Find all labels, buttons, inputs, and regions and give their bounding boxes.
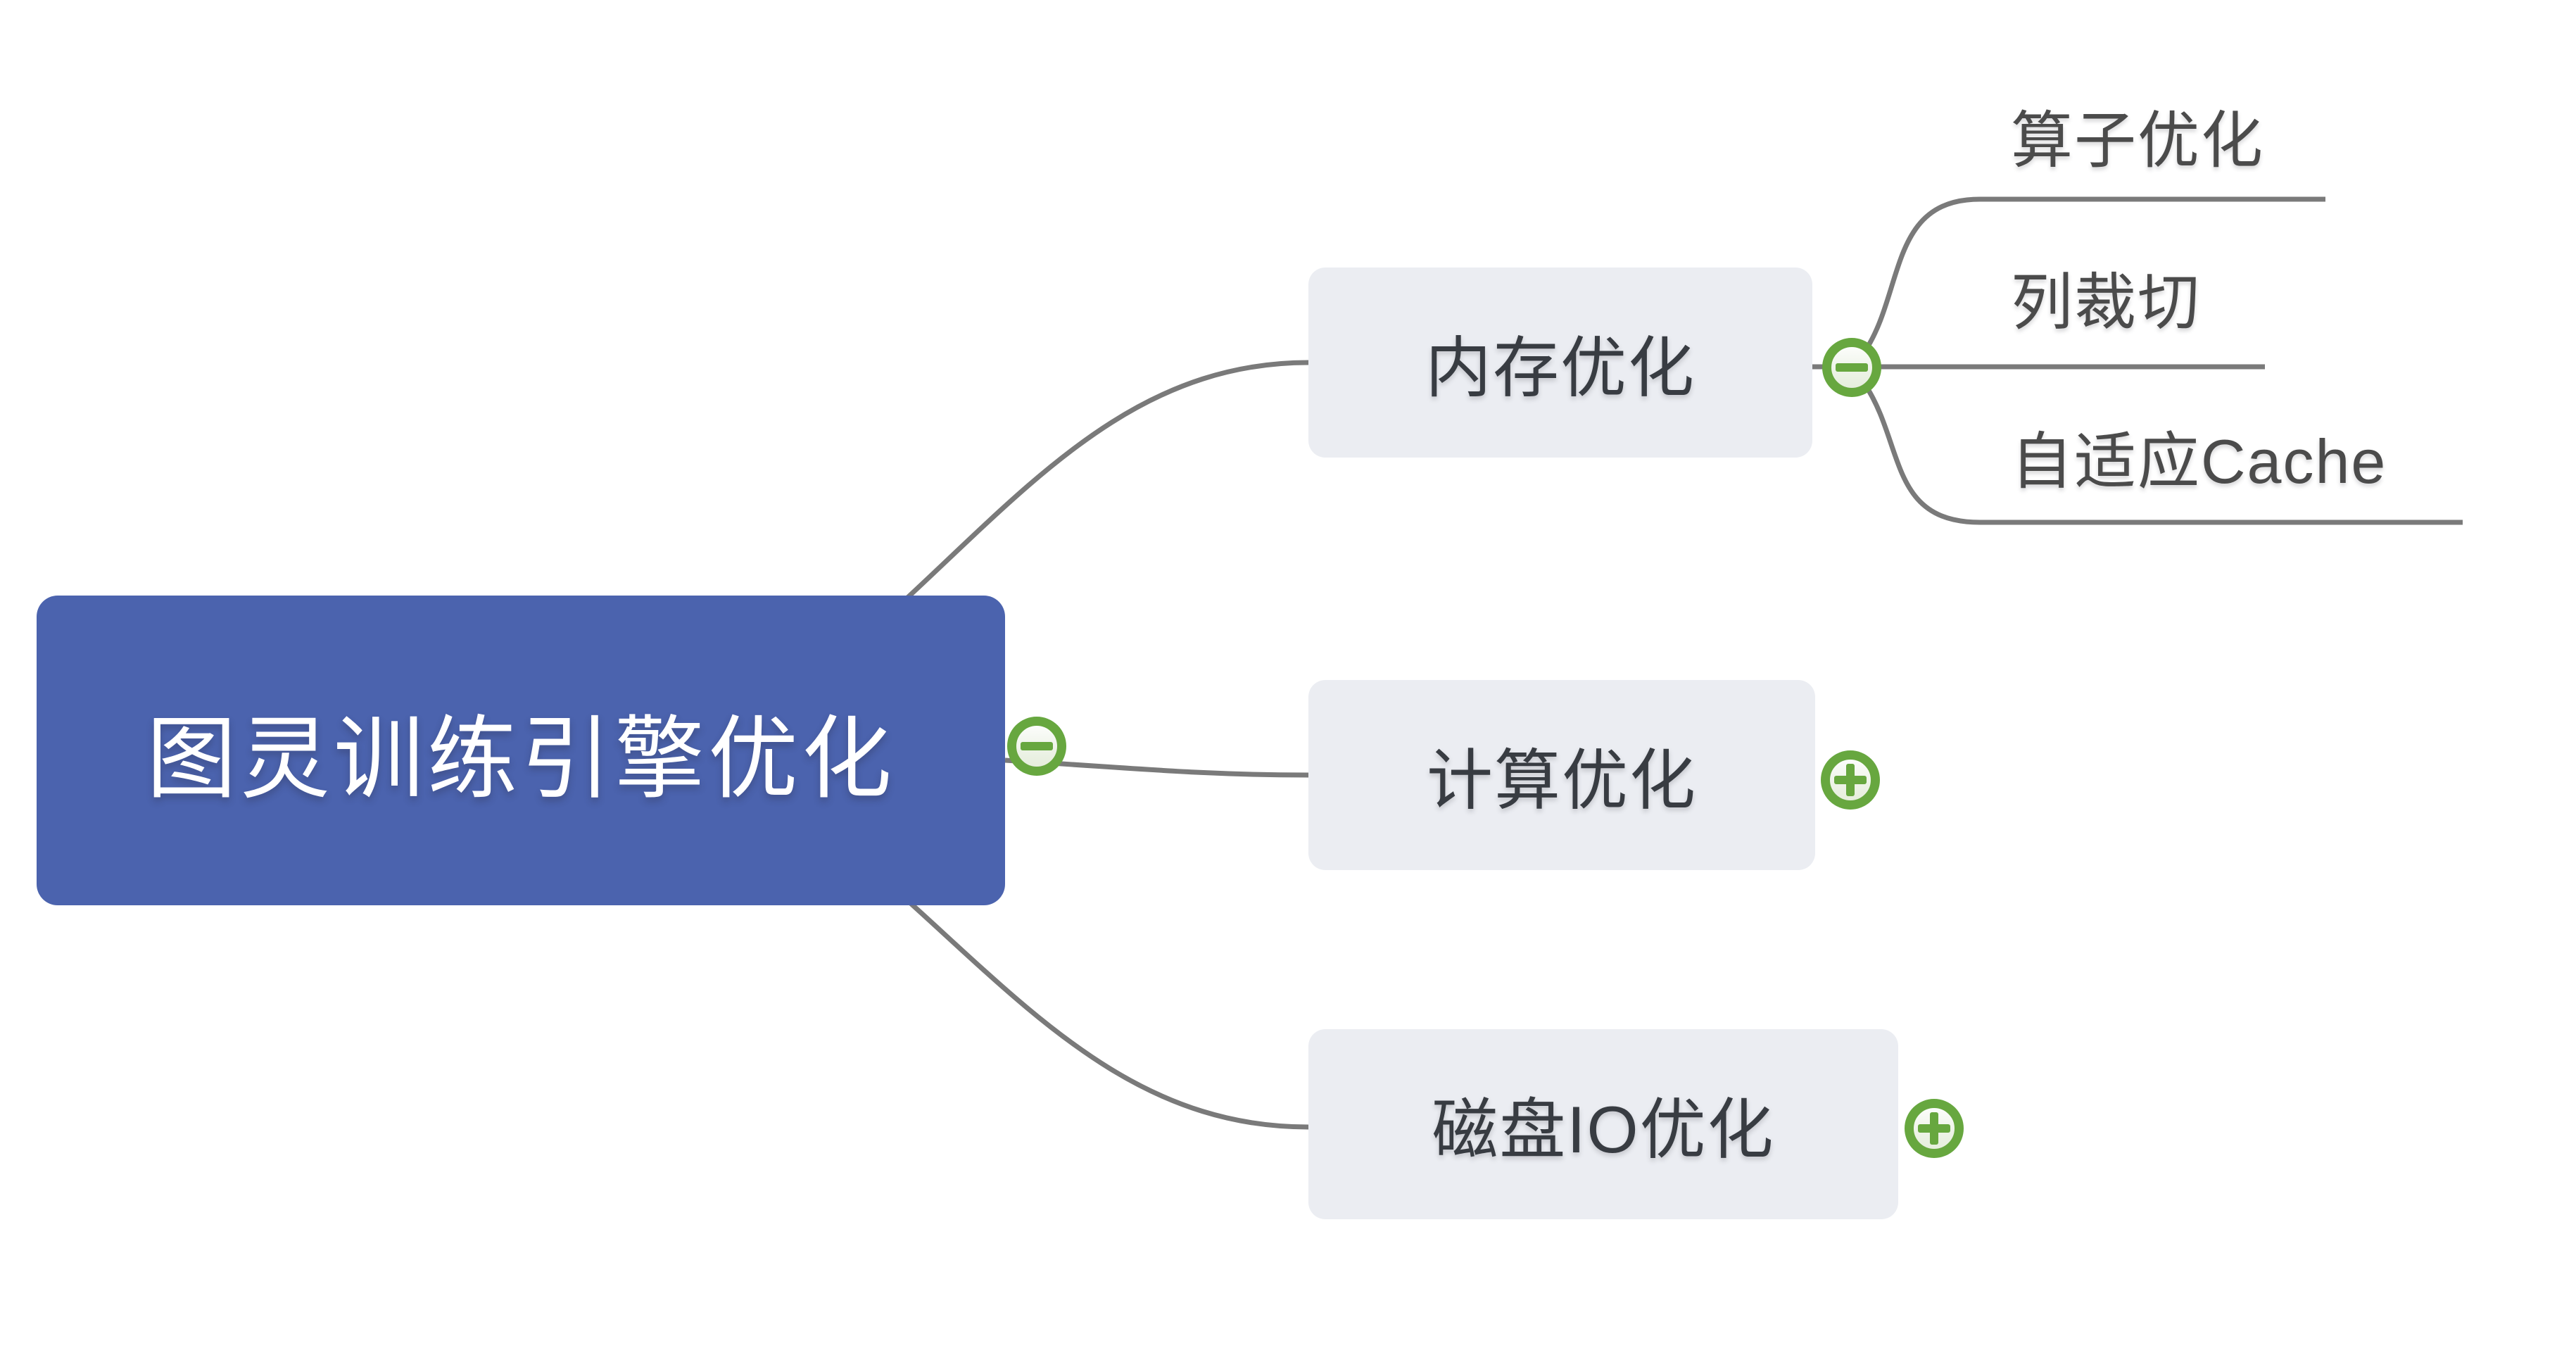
node-disk-io-optimization-label: 磁盘IO优化 [1432,1093,1775,1166]
node-disk-io-optimization[interactable]: 磁盘IO优化 [1308,1029,1898,1219]
node-memory-optimization-label: 内存优化 [1425,331,1696,405]
collapse-toggle-memory-minus-icon[interactable] [1822,338,1881,397]
node-column-pruning[interactable]: 列裁切 [2011,268,2202,337]
connector-memory-to-operator-opt [1862,196,2325,353]
expand-toggle-compute-plus-icon[interactable] [1821,750,1880,810]
expand-toggle-disk-io-plus-icon[interactable] [1905,1099,1964,1158]
node-memory-optimization[interactable]: 内存优化 [1308,268,1812,458]
node-compute-optimization[interactable]: 计算优化 [1308,680,1815,870]
connector-memory-to-adaptive-cache [1862,382,2463,525]
node-root-label: 图灵训练引擎优化 [146,708,895,810]
node-adaptive-cache[interactable]: 自适应Cache [2011,427,2387,496]
collapse-toggle-root-minus-icon[interactable] [1007,717,1066,776]
node-root[interactable]: 图灵训练引擎优化 [37,596,1005,905]
node-operator-optimization[interactable]: 算子优化 [2011,106,2265,175]
node-compute-optimization-label: 计算优化 [1426,743,1697,817]
